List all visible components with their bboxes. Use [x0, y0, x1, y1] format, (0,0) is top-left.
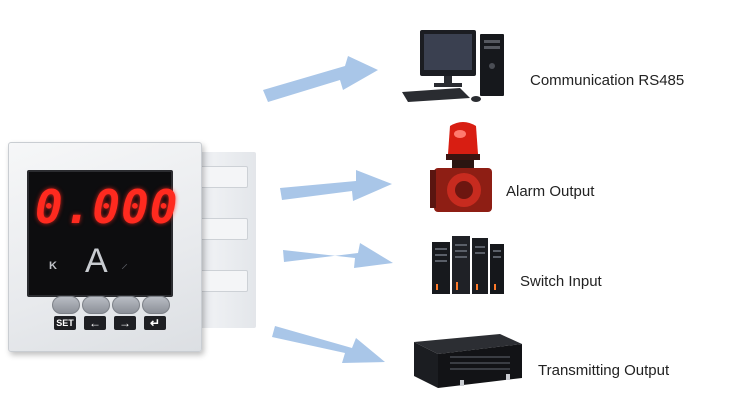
- arrow-left-icon: ←: [84, 316, 106, 330]
- desktop-computer-icon: [402, 26, 512, 104]
- meter-key-3[interactable]: [112, 296, 140, 314]
- unit-indicator-icon: ⸝: [121, 255, 128, 271]
- set-key-label: SET: [54, 316, 76, 330]
- arrow-to-rs485-icon: [263, 56, 378, 102]
- output-label-transmitting: Transmitting Output: [538, 362, 670, 379]
- output-label-switch: Switch Input: [520, 273, 602, 290]
- meter-key-1[interactable]: [52, 296, 80, 314]
- output-label-alarm: Alarm Output: [506, 183, 595, 200]
- meter-reading: 0.000: [35, 180, 179, 234]
- output-label-rs485: Communication RS485: [530, 72, 685, 89]
- meter-display: 0.000 K A ⸝: [27, 170, 179, 297]
- arrow-to-switch-icon: [283, 243, 393, 268]
- alarm-beacon-icon: [430, 118, 496, 216]
- rack-chassis-icon: [410, 326, 526, 392]
- arrow-to-alarm-icon: [280, 170, 392, 201]
- meter-k-indicator: K: [49, 260, 57, 272]
- arrow-right-icon: →: [114, 316, 136, 330]
- meter-key-2[interactable]: [82, 296, 110, 314]
- arrow-to-transmitting-icon: [272, 326, 385, 363]
- server-rack-icon: [430, 232, 506, 298]
- enter-icon: ↵: [144, 316, 166, 330]
- meter-unit: A: [85, 242, 108, 280]
- meter-key-4[interactable]: [142, 296, 170, 314]
